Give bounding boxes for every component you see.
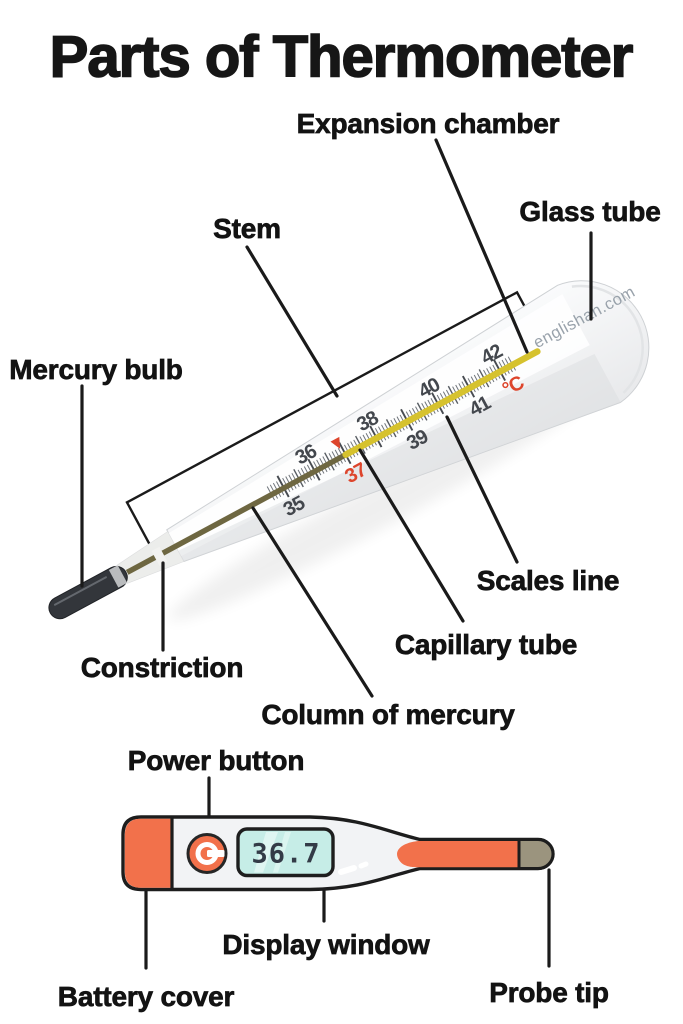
digital-body: [121, 815, 555, 892]
page-title: Parts of Thermometer: [49, 24, 634, 91]
label-column-of-mercury: Column of mercury: [261, 699, 515, 731]
probe-orange-section: [397, 841, 519, 868]
display-value: 36.7: [251, 839, 320, 870]
label-scales-line: Scales line: [476, 565, 620, 597]
label-expansion-chamber: Expansion chamber: [296, 108, 560, 140]
display-sheen-2: [273, 832, 291, 873]
pointer-column-of-mercury: [251, 506, 374, 698]
probe-tip-shape: [517, 838, 555, 870]
constriction-gap: [151, 546, 168, 567]
body-shine-2: [358, 861, 369, 869]
pointer-stem: [245, 245, 339, 398]
label-glass-tube: Glass tube: [519, 196, 661, 228]
label-probe-tip: Probe tip: [489, 977, 609, 1009]
marker-triangle-icon: [330, 436, 341, 449]
battery-cover-shape: [124, 818, 172, 888]
label-power-button: Power button: [127, 745, 305, 777]
label-stem: Stem: [213, 213, 282, 245]
bulb-glass-band: [108, 565, 128, 588]
lower-facet: [178, 353, 621, 562]
label-mercury-bulb: Mercury bulb: [9, 354, 183, 386]
cap-inner-rim: [571, 284, 644, 394]
label-display-window: Display window: [222, 929, 430, 961]
bulb-sheen: [53, 576, 107, 606]
label-constriction: Constriction: [80, 652, 244, 684]
label-battery-cover: Battery cover: [57, 981, 235, 1013]
pointer-capillary-tube: [358, 448, 465, 623]
analog-thermometer: 36 38 40 42 35 37 39 41 °C englishan.com: [48, 280, 650, 620]
digital-thermometer: 36.7: [121, 815, 555, 892]
mercury-column-bright: [342, 348, 541, 459]
label-capillary-tube: Capillary tube: [394, 629, 578, 661]
pointer-scales-line: [445, 415, 519, 564]
mercury-column-dark: [125, 452, 346, 575]
pointer-expansion-chamber: [434, 138, 529, 354]
power-icon-bar: [207, 850, 225, 857]
display-sheen-1: [254, 832, 278, 873]
body-shine-1: [338, 865, 357, 875]
